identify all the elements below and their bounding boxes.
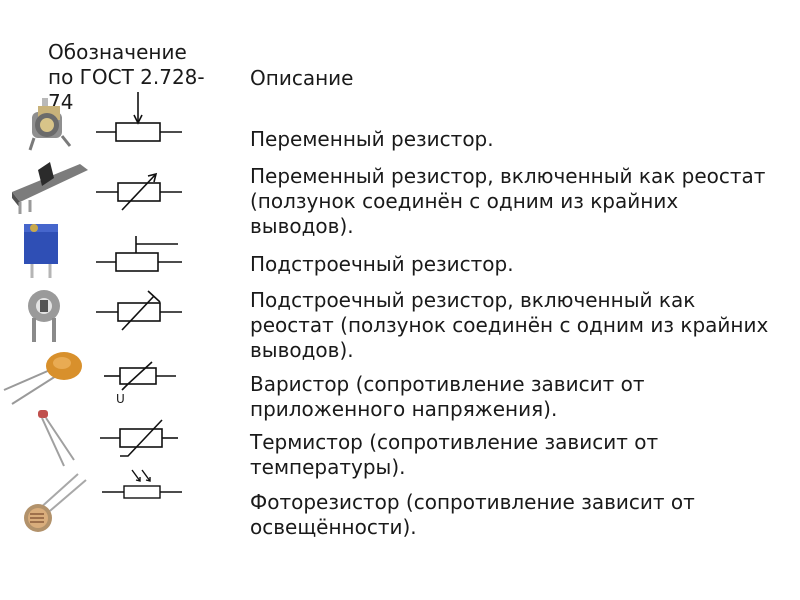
row-description: Переменный резистор, включенный как реос…: [250, 164, 766, 238]
trimmer-open-icon: [24, 288, 68, 346]
varistor-disc-icon: [3, 350, 84, 406]
designation-header-line2: по ГОСТ 2.728-74: [48, 65, 205, 114]
varistor-symbol-icon: [94, 360, 186, 392]
thermistor-symbol-icon: [94, 418, 186, 460]
trimmer-resistor-symbol-icon: [94, 234, 186, 274]
designation-header: Обозначение по ГОСТ 2.728-74: [48, 40, 228, 114]
slide-potentiometer-icon: [10, 156, 90, 216]
row-description: Термистор (сопротивление зависит от темп…: [250, 430, 659, 479]
row-description: Фоторезистор (сопротивление зависит от о…: [250, 490, 695, 539]
row-description: Подстроечный резистор, включенный как ре…: [250, 288, 769, 362]
row-description: Подстроечный резистор.: [250, 252, 514, 276]
row-description: Переменный резистор.: [250, 127, 494, 151]
rheostat-symbol-icon: [94, 170, 186, 214]
variable-resistor-symbol-icon: [94, 90, 186, 146]
trimmer-rheostat-symbol-icon: [94, 290, 186, 334]
designation-header-line1: Обозначение: [48, 40, 187, 64]
row-description: Варистор (сопротивление зависит от прило…: [250, 372, 645, 421]
thermistor-icon: [34, 410, 78, 468]
trimmer-block-icon: [22, 220, 62, 280]
varistor-voltage-label: U: [116, 392, 125, 406]
photoresistor-icon: [18, 470, 88, 534]
rotary-potentiometer-icon: [28, 98, 76, 154]
description-header: Описание: [250, 66, 354, 90]
photoresistor-symbol-icon: [94, 468, 186, 500]
